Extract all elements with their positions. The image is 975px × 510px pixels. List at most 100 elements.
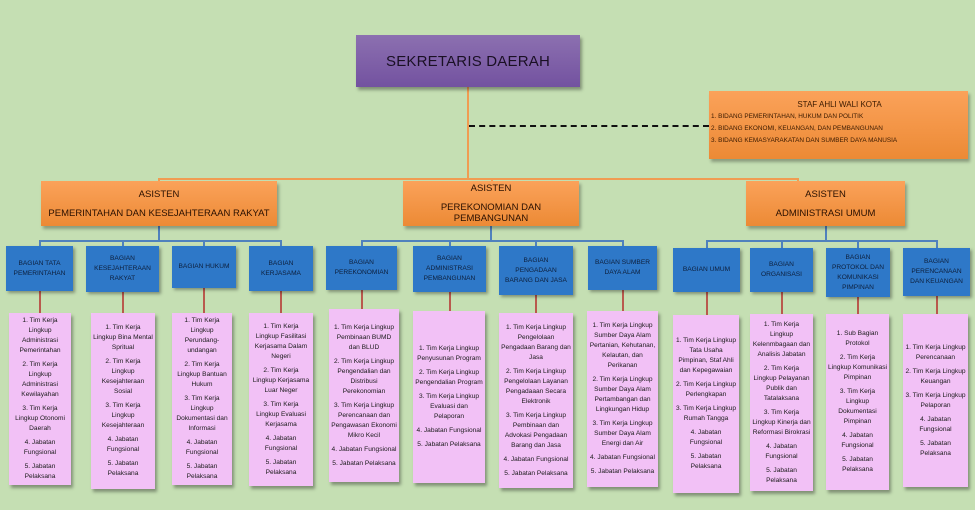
tim-kerja-item: 4. Jabatan Fungsional: [503, 455, 569, 463]
connector-asisten-2: [491, 178, 493, 182]
asisten-label: ASISTEN: [138, 188, 180, 200]
tim-kerja-item: 5. Jabatan Pelaksana: [504, 469, 568, 477]
tim-kerja-item: 4. Jabatan Fungsional: [590, 454, 655, 461]
connector-staf-ahli-dashed: [469, 125, 709, 127]
tim-kerja-box: 1. Tim Kerja Lingkup Perencanaan 2. Tim K…: [903, 314, 968, 487]
tim-kerja-item: 3. Tim Kerja Lingkup Dokumentasi dan Inf…: [176, 395, 228, 432]
tim-kerja-item: 5. Jabatan Pelaksana: [690, 453, 722, 470]
tim-kerja-item: 3. Tim Kerja Lingkup Perencanaan dan Pen…: [331, 401, 397, 439]
tim-kerja-item: 2. Tim Kerja Lingkup Komunikasi Pimpinan: [828, 354, 888, 381]
tim-kerja-item: 4. Jabatan Fungsional: [919, 415, 952, 433]
tim-kerja-item: 4. Jabatan Fungsional: [185, 439, 219, 456]
tim-kerja-item: 4. Jabatan Fungsional: [23, 439, 57, 456]
tim-kerja-item: 3. Tim Kerja Lingkup Dokumentasi Pimpina…: [838, 388, 877, 425]
bagian-name: BAGIAN PROTOKOL DAN KOMUNIKASI PIMPINAN: [831, 253, 885, 291]
asisten-name: PEMERINTAHAN DAN KESEJAHTERAAN RAKYAT: [48, 207, 270, 219]
tim-kerja-item: 4. Jabatan Fungsional: [331, 445, 397, 453]
bagian-box: BAGIAN PENGADAAN BARANG DAN JASA: [499, 246, 573, 295]
tim-kerja-item: 5. Jabatan Pelaksana: [332, 459, 396, 467]
tim-kerja-item: 1. Tim Kerja Lingkup Bina Mental Spritua…: [93, 324, 153, 351]
connector-bagian-drop: [857, 240, 859, 248]
tim-kerja-item: 2. Tim Kerja Lingkup Kerjasama Luar Nege…: [252, 366, 310, 394]
tim-kerja-item: 1. Tim Kerja Lingkup Sumber Daya Alam Pe…: [589, 322, 656, 369]
bagian-name: BAGIAN UMUM: [682, 266, 731, 273]
connector-bagian-horizontal: [39, 240, 281, 242]
tim-kerja-box: 1. Tim Kerja Lingkup Sumber Daya Alam Pe…: [587, 311, 658, 487]
connector-bagian-horizontal: [361, 240, 623, 242]
tim-kerja-item: 2. Tim Kerja Lingkup Kesejahteraan Sosia…: [101, 358, 145, 395]
tim-kerja-item: 4. Jabatan Fungsional: [416, 427, 482, 434]
tim-kerja-item: 1. Tim Kerja Lingkup Fasilitasi Kerjasam…: [254, 322, 308, 360]
staf-ahli-item: 2. BIDANG EKONOMI, KEUANGAN, DAN PEMBANG…: [711, 125, 883, 132]
tim-kerja-item: 2. Tim Kerja Lingkup Keuangan: [905, 367, 966, 385]
bagian-box: BAGIAN PEREKONOMIAN: [326, 246, 397, 290]
tim-kerja-item: 3. Tim Kerja Lingkup Pembinaan dan Advok…: [504, 411, 568, 449]
asisten-name: ADMINISTRASI UMUM: [775, 207, 876, 219]
bagian-name: BAGIAN PERENCANAAN DAN KEUANGAN: [910, 258, 963, 285]
tim-kerja-item: 2. Tim Kerja Lingkup Pengendalian dan Di…: [333, 357, 395, 395]
tim-kerja-item: 5. Jabatan Pelaksana: [417, 441, 481, 448]
bagian-name: BAGIAN HUKUM: [178, 263, 230, 270]
connector-bagian-drop: [535, 240, 537, 246]
tim-kerja-box: 1. Tim Kerja Lingkup Bina Mental Spritua…: [91, 313, 155, 489]
connector-bagian-horizontal: [706, 240, 937, 242]
bagian-name: BAGIAN ORGANISASI: [760, 261, 803, 278]
connector-bagian-drop: [705, 240, 708, 248]
tim-kerja-box: 1. Tim Kerja Lingkup Kelenmbagaan dan An…: [750, 314, 813, 491]
tim-kerja-item: 3. Tim Kerja Lingkup Evaluasi Kerjasama: [256, 400, 306, 428]
tim-kerja-item: 2. Tim Kerja Lingkup Administrasi Kewila…: [21, 361, 59, 398]
bagian-box: BAGIAN KESEJAHTERAAN RAKYAT: [86, 246, 159, 292]
tim-kerja-item: 4. Jabatan Fungsional: [689, 429, 723, 446]
bagian-name: BAGIAN TATA PEMERINTAHAN: [13, 259, 66, 277]
connector-tim-vertical: [535, 295, 537, 313]
connector-tim-vertical: [203, 288, 205, 313]
staf-ahli-title: STAF AHLI WALI KOTA: [797, 100, 882, 109]
tim-kerja-item: 3. Tim Kerja Lingkup Evaluasi dan Pelapo…: [418, 393, 480, 420]
bagian-name: BAGIAN ADMINISTRASI PEMBANGUNAN: [423, 255, 476, 282]
tim-kerja-item: 4. Jabatan Fungsional: [841, 432, 874, 449]
tim-kerja-item: 5. Jabatan Pelaksana: [920, 439, 951, 457]
connector-tim-vertical: [121, 292, 124, 313]
connector-bagian-drop: [121, 240, 124, 246]
bagian-name: BAGIAN PEREKONOMIAN: [334, 259, 389, 276]
tim-kerja-item: 2. Tim Kerja Lingkup Pelayanan Publik da…: [753, 364, 810, 402]
tim-kerja-item: 1. Tim Kerja Lingkup Perencanaan: [905, 343, 966, 361]
bagian-box: BAGIAN HUKUM: [172, 246, 236, 288]
bagian-box: BAGIAN PROTOKOL DAN KOMUNIKASI PIMPINAN: [826, 248, 890, 297]
staf-ahli-item: 1. BIDANG PEMERINTAHAN, HUKUM DAN POLITI…: [711, 113, 864, 120]
bagian-box: BAGIAN UMUM: [673, 248, 740, 292]
connector-tim-vertical: [780, 292, 783, 314]
bagian-box: BAGIAN PERENCANAAN DAN KEUANGAN: [903, 248, 970, 296]
asisten-name: PEREKONOMIAN DAN PEMBANGUNAN: [440, 202, 542, 224]
tim-kerja-item: 1. Sub Bagian Protokol: [836, 330, 879, 347]
tim-kerja-item: 3. Tim Kerja Lingkup Otonomi Daerah: [15, 405, 65, 432]
bagian-box: BAGIAN TATA PEMERINTAHAN: [6, 246, 73, 291]
tim-kerja-box: 1. Tim Kerja Lingkup Penyusunan Program 2…: [413, 311, 485, 483]
connector-bagian-vertical: [158, 226, 160, 240]
tim-kerja-item: 2. Tim Kerja Lingkup Bantuan Hukum: [177, 361, 227, 388]
tim-kerja-item: 1. Tim Kerja Lingkup Pengelolaan Pengada…: [501, 323, 571, 361]
connector-tim-vertical: [705, 292, 708, 315]
tim-kerja-item: 4. Jabatan Fungsional: [765, 442, 798, 460]
connector-tim-vertical: [935, 296, 938, 314]
tim-kerja-box: 1. Tim Kerja Lingkup Pembinaan BUMD dan …: [329, 309, 399, 482]
tim-kerja-item: 1. Tim Kerja Lingkup Penyusunan Program: [417, 345, 481, 362]
tim-kerja-item: 3. Tim Kerja Lingkup Pelaporan: [905, 391, 966, 409]
tim-kerja-item: 1. Tim Kerja Lingkup Pembinaan BUMD dan …: [333, 323, 395, 351]
tim-kerja-item: 5. Jabatan Pelaksana: [186, 463, 218, 480]
tim-kerja-item: 1. Tim Kerja Lingkup Kelenmbagaan dan An…: [752, 320, 811, 358]
sekretaris-daerah-title: SEKRETARIS DAERAH: [386, 52, 550, 70]
asisten-box: ASISTEN PEMERINTAHAN DAN KESEJAHTERAAN RA…: [41, 181, 277, 226]
connector-tim-vertical: [448, 292, 451, 311]
tim-kerja-item: 4. Jabatan Fungsional: [264, 434, 298, 452]
connector-bagian-drop: [360, 240, 363, 246]
bagian-box: BAGIAN KERJASAMA: [249, 246, 313, 291]
tim-kerja-item: 2. Tim Kerja Lingkup Pengendalian Progra…: [415, 369, 483, 386]
tim-kerja-item: 3. Tim Kerja Lingkup Sumber Daya Alam En…: [592, 420, 653, 447]
bagian-name: BAGIAN PENGADAAN BARANG DAN JASA: [505, 256, 567, 284]
connector-bagian-drop: [203, 240, 205, 246]
bagian-name: BAGIAN KESEJAHTERAAN RAKYAT: [94, 255, 151, 282]
